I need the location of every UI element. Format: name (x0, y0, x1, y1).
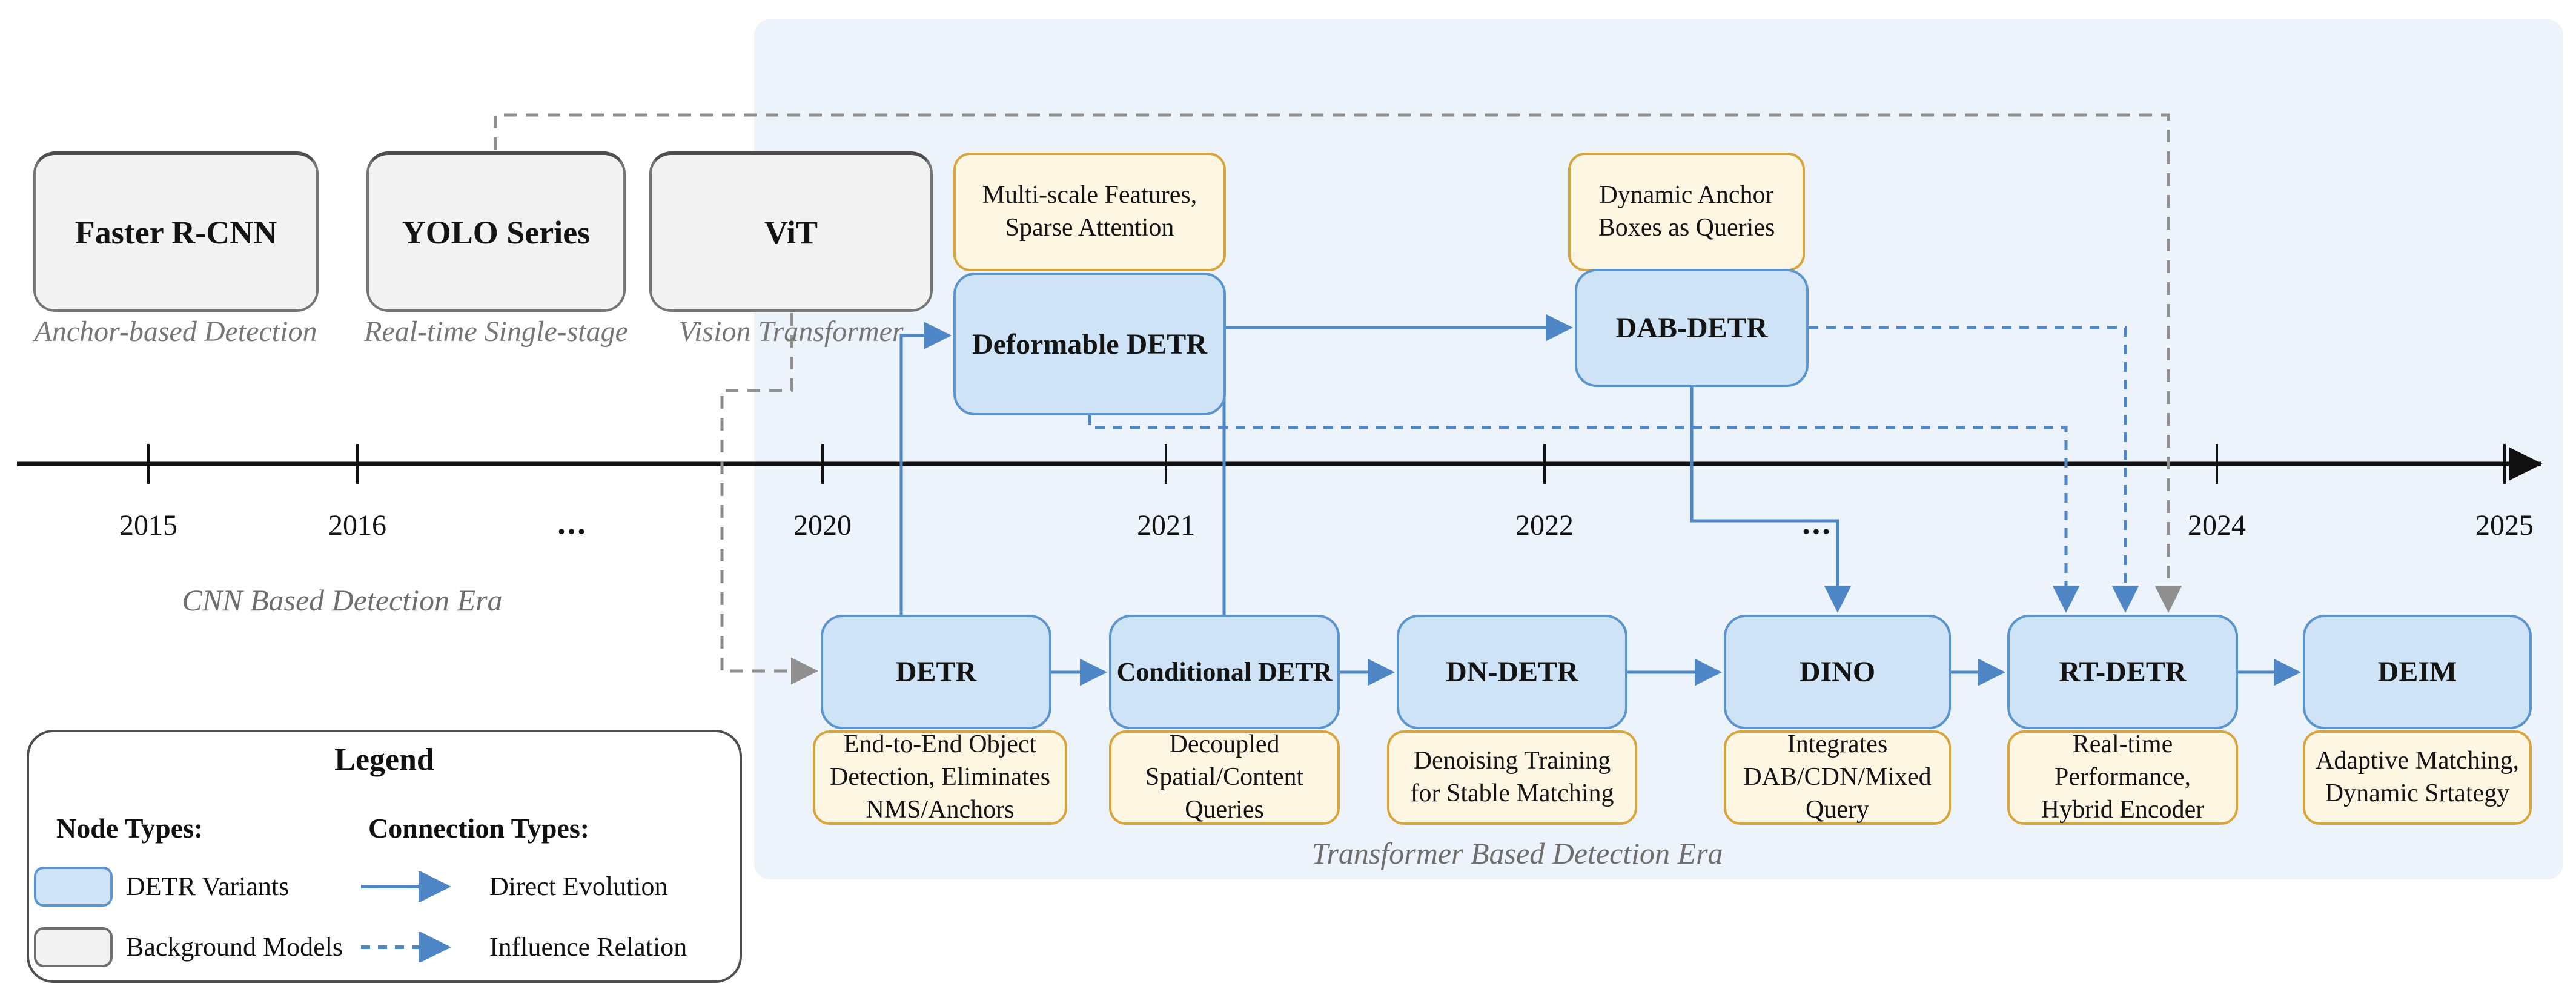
node-conditional-detr: Conditional DETR (1109, 615, 1340, 729)
year-2021: 2021 (1137, 509, 1195, 541)
note-dab-detr: Dynamic Anchor Boxes as Queries (1568, 153, 1805, 271)
legend-node-types-header: Node Types: (56, 813, 204, 844)
note-deim: Adaptive Matching, Dynamic Srtategy (2303, 730, 2532, 825)
year-2022: 2022 (1515, 509, 1574, 541)
note-conditional-detr: Decoupled Spatial/Content Queries (1109, 730, 1340, 825)
timeline-ellipsis-right: ... (1802, 504, 1832, 541)
year-2016: 2016 (328, 509, 386, 541)
node-deformable-detr: Deformable DETR (953, 273, 1226, 415)
year-2015: 2015 (119, 509, 177, 541)
node-yolo-series: YOLO Series (366, 151, 626, 312)
node-vit: ViT (649, 151, 933, 312)
edge-vit-influence-detr (720, 313, 819, 685)
edge-deformable-influence-rt (1088, 415, 2080, 613)
legend: Legend Node Types: Connection Types: DET… (27, 730, 742, 983)
node-dino: DINO (1724, 615, 1951, 729)
note-dino: Integrates DAB/CDN/Mixed Query (1724, 730, 1951, 825)
edge-detr-to-deformable (899, 322, 952, 615)
year-2024: 2024 (2188, 509, 2246, 541)
note-deformable-detr: Multi-scale Features, Sparse Attention (953, 153, 1226, 271)
node-faster-rcnn: Faster R-CNN (33, 151, 319, 312)
caption-real-time-single-stage: Real-time Single-stage (364, 316, 628, 348)
edge-dab-to-dino (1690, 387, 1852, 613)
cnn-era-label: CNN Based Detection Era (182, 583, 503, 617)
legend-influence-relation-label: Influence Relation (489, 932, 687, 962)
year-2025: 2025 (2475, 509, 2534, 541)
influence-relation-arrow-icon (361, 932, 451, 962)
node-deim: DEIM (2303, 615, 2532, 729)
timeline-ticks (147, 444, 2506, 484)
legend-detr-variant-swatch (34, 867, 113, 907)
node-dn-detr: DN-DETR (1397, 615, 1627, 729)
legend-detr-variants-label: DETR Variants (126, 871, 290, 901)
timeline-ellipsis-left: ... (557, 504, 588, 541)
note-rt-detr: Real-time Performance, Hybrid Encoder (2007, 730, 2238, 825)
legend-title: Legend (334, 742, 434, 777)
note-detr: End-to-End Object Detection, Eliminates … (813, 730, 1067, 825)
caption-anchor-based-detection: Anchor-based Detection (34, 316, 317, 348)
node-detr: DETR (821, 615, 1051, 729)
legend-background-model-swatch (34, 927, 113, 967)
legend-background-models-label: Background Models (126, 932, 343, 962)
legend-direct-evolution-label: Direct Evolution (489, 871, 668, 901)
year-2020: 2020 (793, 509, 852, 541)
transformer-era-label: Transformer Based Detection Era (1311, 836, 1723, 870)
note-dn-detr: Denoising Training for Stable Matching (1387, 730, 1637, 825)
caption-vision-transformer: Vision Transformer (678, 316, 904, 348)
direct-evolution-arrow-icon (361, 871, 451, 902)
node-rt-detr: RT-DETR (2007, 615, 2238, 729)
legend-connection-types-header: Connection Types: (368, 813, 590, 844)
edge-conditional-to-dab (1222, 314, 1574, 615)
node-dab-detr: DAB-DETR (1575, 269, 1809, 387)
edge-dab-influence-rt (1809, 326, 2139, 613)
